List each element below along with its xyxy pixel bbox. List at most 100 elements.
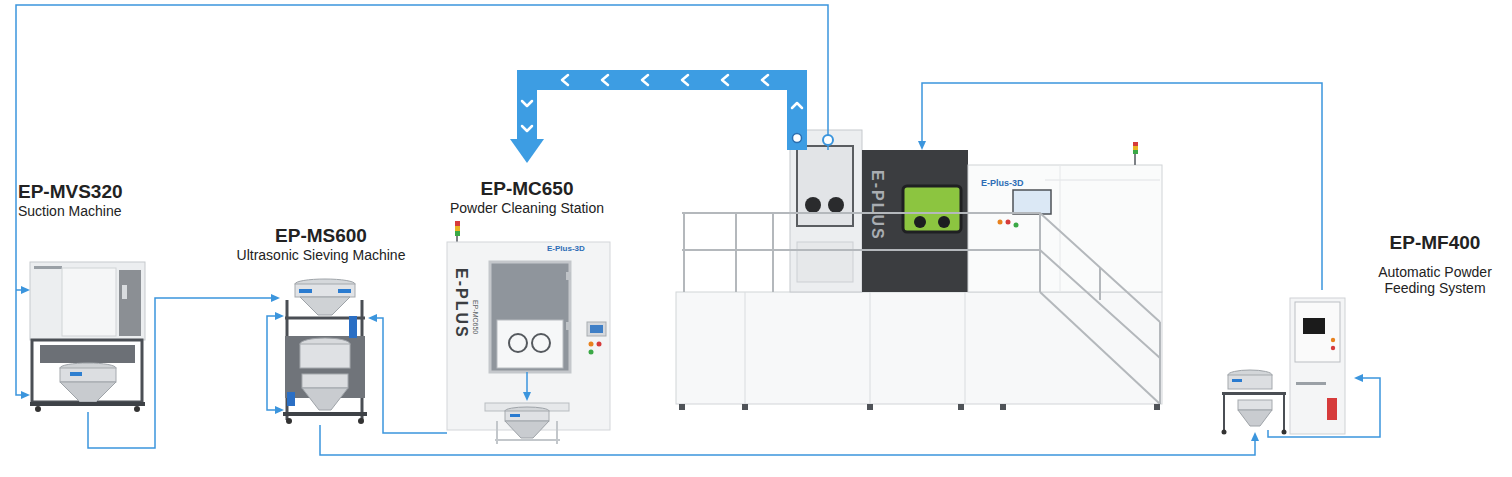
machine-model: EP-MVS320 bbox=[18, 181, 188, 203]
feeding-system-illustration bbox=[1283, 392, 1285, 430]
printer-illustration bbox=[1000, 404, 1006, 410]
suction-machine-illustration bbox=[40, 345, 135, 363]
printer-illustration bbox=[745, 292, 746, 404]
printer-illustration bbox=[682, 213, 1160, 404]
printer-illustration bbox=[676, 292, 1162, 404]
conveyor-chevron bbox=[642, 75, 648, 85]
feeding-system-illustration bbox=[1222, 430, 1227, 435]
printer-machine: E-Plus-3D bbox=[676, 150, 1162, 408]
sieving-machine-illustration bbox=[286, 418, 292, 424]
feeding-system-illustration bbox=[1303, 318, 1325, 334]
conveyor-chevron bbox=[562, 75, 568, 85]
cleaning-station-illustration bbox=[597, 342, 602, 347]
printer-illustration bbox=[805, 197, 821, 213]
sieving-machine-illustration bbox=[283, 412, 367, 416]
sieving-machine-illustration bbox=[302, 374, 348, 388]
printer-illustration bbox=[679, 404, 1160, 410]
internal-flow-loop bbox=[1268, 374, 1380, 437]
cleaning-station-illustration bbox=[447, 242, 610, 430]
flow-line bbox=[922, 83, 1322, 290]
machine-model: EP-MS600 bbox=[217, 225, 425, 247]
feeding-system-illustration bbox=[1296, 382, 1326, 385]
sieving-machine-illustration bbox=[300, 344, 350, 368]
sieving-machine-illustration bbox=[338, 289, 351, 293]
printer-illustration bbox=[998, 220, 1003, 225]
cleaning-station: EP-MC650Powder Cleaning Station bbox=[447, 163, 612, 445]
printer-illustration bbox=[676, 130, 1162, 410]
printer-illustration bbox=[679, 404, 685, 410]
cleaning-station-illustration bbox=[455, 226, 460, 231]
machine-description: Powder Cleaning Station bbox=[435, 200, 619, 216]
suction-machine-illustration bbox=[34, 266, 62, 269]
suction-machine-illustration bbox=[35, 406, 41, 412]
branch-arrow bbox=[21, 286, 30, 294]
machine-heading: EP-MS600Ultrasonic Sieving Machine bbox=[217, 225, 425, 263]
branch-arrow bbox=[16, 289, 22, 291]
conveyor-arrow bbox=[527, 80, 797, 150]
internal-flow-bracket bbox=[275, 312, 284, 320]
printer-illustration bbox=[790, 130, 862, 292]
machine-heading: EP-MVS320Suction Machine bbox=[18, 181, 188, 219]
printer-illustration bbox=[867, 404, 873, 410]
line-start-marker bbox=[823, 135, 833, 145]
feeding-system-illustration bbox=[1290, 298, 1345, 434]
feeding-system-illustration bbox=[1232, 379, 1242, 382]
sieving-machine-illustration bbox=[299, 289, 312, 293]
suction-machine-illustration bbox=[134, 406, 140, 412]
feeding-system-illustration bbox=[1223, 392, 1225, 430]
sieving-machine-illustration bbox=[295, 284, 355, 297]
machine-description: Ultrasonic Sieving Machine bbox=[217, 247, 425, 263]
feeding-system-illustration bbox=[1238, 400, 1272, 410]
feeding-system: EP-MF400Automatic Powder Feeding System bbox=[1215, 290, 1345, 432]
suction-machine-illustration bbox=[30, 262, 145, 412]
cleaning-station-illustration bbox=[566, 272, 571, 280]
internal-flow-bracket bbox=[275, 406, 284, 414]
conveyor-chevron bbox=[522, 126, 532, 131]
conveyor-chevron bbox=[722, 75, 728, 85]
printer-illustration bbox=[938, 216, 950, 228]
printer-illustration bbox=[1133, 142, 1138, 146]
cleaning-station-illustration bbox=[590, 325, 603, 333]
printer-illustration bbox=[1045, 180, 1160, 181]
suction-machine-illustration bbox=[30, 402, 145, 406]
printer-illustration bbox=[797, 242, 853, 282]
sieving-machine-illustration bbox=[302, 388, 348, 410]
printer-illustration bbox=[1133, 150, 1138, 154]
conveyor-chevron bbox=[762, 75, 768, 85]
flow-line bbox=[88, 298, 271, 448]
feeding-system-illustration bbox=[1222, 298, 1346, 435]
flow-line bbox=[16, 5, 828, 395]
machine-model: EP-MF400 bbox=[1360, 232, 1510, 254]
machine-heading: EP-MF400Automatic Powder Feeding System bbox=[1360, 232, 1510, 296]
printer-illustration bbox=[1154, 404, 1160, 410]
brand-label: EP-MC650 bbox=[471, 300, 479, 334]
cleaning-station-illustration bbox=[447, 221, 610, 444]
sieving-machine-illustration bbox=[349, 316, 357, 338]
internal-flow-loop bbox=[1354, 374, 1363, 382]
machine-heading: EP-MC650Powder Cleaning Station bbox=[435, 178, 619, 216]
cleaning-station-illustration bbox=[455, 221, 460, 226]
machine-model: EP-MC650 bbox=[435, 178, 619, 200]
brand-label: E-PLUS bbox=[452, 268, 470, 339]
conveyor-chevron bbox=[602, 75, 608, 85]
cleaning-station-illustration bbox=[495, 439, 560, 441]
feeding-system-illustration bbox=[1331, 346, 1335, 350]
suction-machine-illustration bbox=[122, 285, 127, 299]
line-start-marker bbox=[823, 135, 833, 145]
printer-illustration bbox=[1133, 146, 1138, 150]
sieving-machine-illustration bbox=[287, 392, 295, 406]
feeding-system-illustration bbox=[1222, 392, 1286, 395]
sieving-machine: EP-MS600Ultrasonic Sieving Machine bbox=[280, 275, 368, 425]
suction-machine-illustration bbox=[119, 270, 141, 336]
printer-illustration bbox=[862, 150, 968, 292]
conveyor-chevron bbox=[522, 75, 802, 131]
machine-heading: E-Plus-3D bbox=[981, 178, 1051, 189]
printer-illustration bbox=[1014, 223, 1019, 228]
sieving-machine-illustration bbox=[300, 297, 350, 315]
suction-machine-illustration bbox=[30, 262, 145, 340]
cleaning-station-illustration bbox=[509, 334, 527, 352]
brand-label: E-PLUS bbox=[868, 170, 886, 241]
printer-illustration bbox=[1060, 165, 1061, 292]
